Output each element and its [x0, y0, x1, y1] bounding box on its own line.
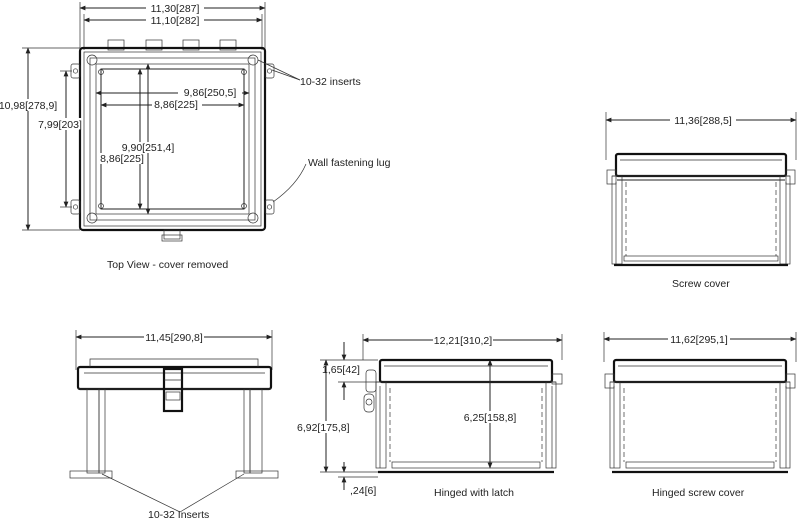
dim-front-width: 11,45[290,8]	[145, 332, 203, 344]
dim-overall-height: 10,98[278,9]	[0, 100, 57, 112]
dim-inner-height-1: 9,90[251,4]	[122, 142, 175, 154]
hinged-latch-view: 12,21[310,2] 6,25[158,8] 1,65[42]	[297, 334, 563, 499]
dim-body-height: 6,25[158,8]	[464, 412, 517, 424]
dim-inner-width-2: 8,86[225]	[154, 99, 198, 111]
caption-screw-cover: Screw cover	[672, 278, 730, 290]
dim-inner-width-1: 9,86[250,5]	[184, 87, 237, 99]
caption-hinged-screw: Hinged screw cover	[652, 487, 745, 499]
dim-latch-width: 12,21[310,2]	[434, 335, 492, 347]
caption-hinged-latch: Hinged with latch	[434, 487, 514, 499]
front-view: 11,45[290,8] 10-32 Inserts	[69, 330, 279, 521]
dim-hinged-screw-width: 11,62[295,1]	[670, 334, 728, 346]
dim-total-height: 6,92[175,8]	[297, 422, 350, 434]
dim-screw-cover-width: 11,36[288,5]	[674, 115, 732, 127]
dim-base: ,24[6]	[350, 485, 376, 497]
top-view: 11,30[287] 11,10[282]	[0, 2, 391, 271]
dim-body-width: 11,10[282]	[151, 15, 200, 27]
label-inserts-front: 10-32 Inserts	[148, 509, 209, 521]
label-inserts-top: 10-32 inserts	[300, 76, 361, 88]
dim-inner-height-2: 8,86[225]	[100, 153, 144, 165]
hinged-screw-view: 11,62[295,1] Hinged screw cover	[603, 332, 797, 499]
dim-overall-width: 11,30[287]	[151, 3, 200, 15]
label-wall-lug: Wall fastening lug	[308, 157, 391, 169]
caption-top-view: Top View - cover removed	[107, 259, 228, 271]
dim-cover-height: 1,65[42]	[322, 364, 360, 376]
screw-cover-view: 11,36[288,5] Screw cover	[605, 112, 797, 290]
dim-mount-height: 7,99[203]	[38, 119, 82, 131]
